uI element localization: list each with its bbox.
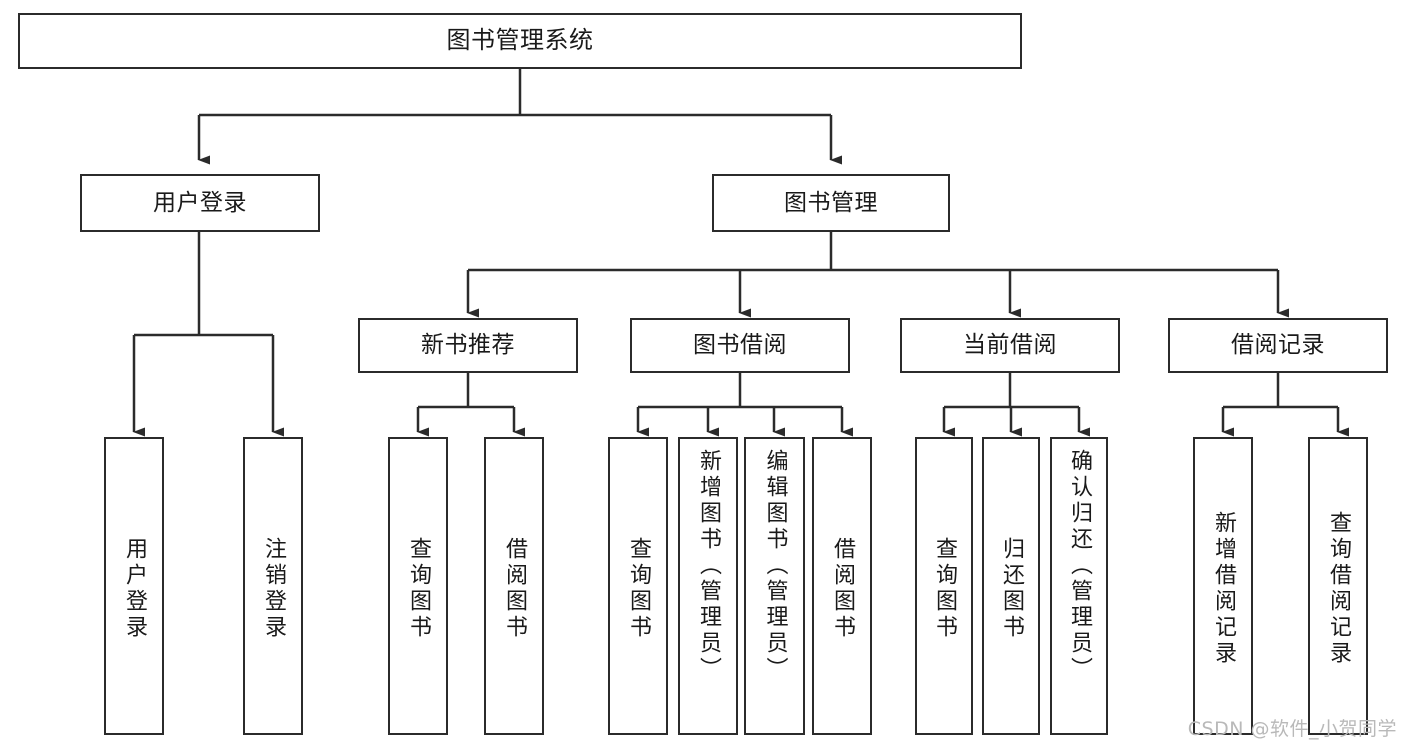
leaf-book-borrow-query-books[interactable]: 查询图书 bbox=[608, 437, 668, 735]
node-current-borrowing[interactable]: 当前借阅 bbox=[900, 318, 1120, 373]
leaf-new-book-borrow-books[interactable]: 借阅图书 bbox=[484, 437, 544, 735]
node-label: 借阅记录 bbox=[1231, 332, 1325, 359]
leaf-book-borrow-add-book-admin[interactable]: 新增图书（管理员） bbox=[678, 437, 738, 735]
node-label: 新书推荐 bbox=[421, 332, 515, 359]
leaf-current-borrow-confirm-return-admin[interactable]: 确认归还（管理员） bbox=[1050, 437, 1108, 735]
node-book-borrowing[interactable]: 图书借阅 bbox=[630, 318, 850, 373]
node-label: 图书管理 bbox=[784, 189, 878, 216]
node-label: 查询图书 bbox=[932, 537, 957, 641]
node-label: 查询图书 bbox=[406, 537, 431, 641]
node-label: 借阅图书 bbox=[830, 537, 855, 641]
node-label: 借阅图书 bbox=[502, 537, 527, 641]
node-label: 新增借阅记录 bbox=[1211, 511, 1236, 667]
node-label: 查询借阅记录 bbox=[1326, 511, 1351, 667]
node-borrow-records[interactable]: 借阅记录 bbox=[1168, 318, 1388, 373]
leaf-book-borrow-borrow-books[interactable]: 借阅图书 bbox=[812, 437, 872, 735]
node-label: 用户登录 bbox=[122, 537, 147, 641]
node-label: 新增图书（管理员） bbox=[696, 449, 721, 683]
leaf-new-book-query-books[interactable]: 查询图书 bbox=[388, 437, 448, 735]
node-new-book-recommendation[interactable]: 新书推荐 bbox=[358, 318, 578, 373]
leaf-borrow-record-query-record[interactable]: 查询借阅记录 bbox=[1308, 437, 1368, 735]
node-user-login[interactable]: 用户登录 bbox=[80, 174, 320, 232]
leaf-user-login-login[interactable]: 用户登录 bbox=[104, 437, 164, 735]
node-label: 查询图书 bbox=[626, 537, 651, 641]
node-label: 当前借阅 bbox=[963, 332, 1057, 359]
csdn-watermark: CSDN @软件_小贺同学 bbox=[1187, 718, 1397, 740]
node-book-management[interactable]: 图书管理 bbox=[712, 174, 950, 232]
leaf-current-borrow-return-books[interactable]: 归还图书 bbox=[982, 437, 1040, 735]
node-label: 用户登录 bbox=[153, 189, 247, 216]
node-label: 图书管理系统 bbox=[446, 26, 594, 55]
node-label: 编辑图书（管理员） bbox=[762, 449, 788, 683]
leaf-current-borrow-query-books[interactable]: 查询图书 bbox=[915, 437, 973, 735]
node-label: 归还图书 bbox=[999, 537, 1024, 641]
leaf-book-borrow-edit-book-admin[interactable]: 编辑图书（管理员） bbox=[744, 437, 805, 735]
node-label: 注销登录 bbox=[261, 537, 286, 641]
leaf-borrow-record-add-record[interactable]: 新增借阅记录 bbox=[1193, 437, 1253, 735]
leaf-user-login-logout[interactable]: 注销登录 bbox=[243, 437, 303, 735]
node-label: 确认归还（管理员） bbox=[1067, 449, 1092, 683]
node-root-book-management-system[interactable]: 图书管理系统 bbox=[18, 13, 1022, 69]
node-label: 图书借阅 bbox=[693, 332, 787, 359]
